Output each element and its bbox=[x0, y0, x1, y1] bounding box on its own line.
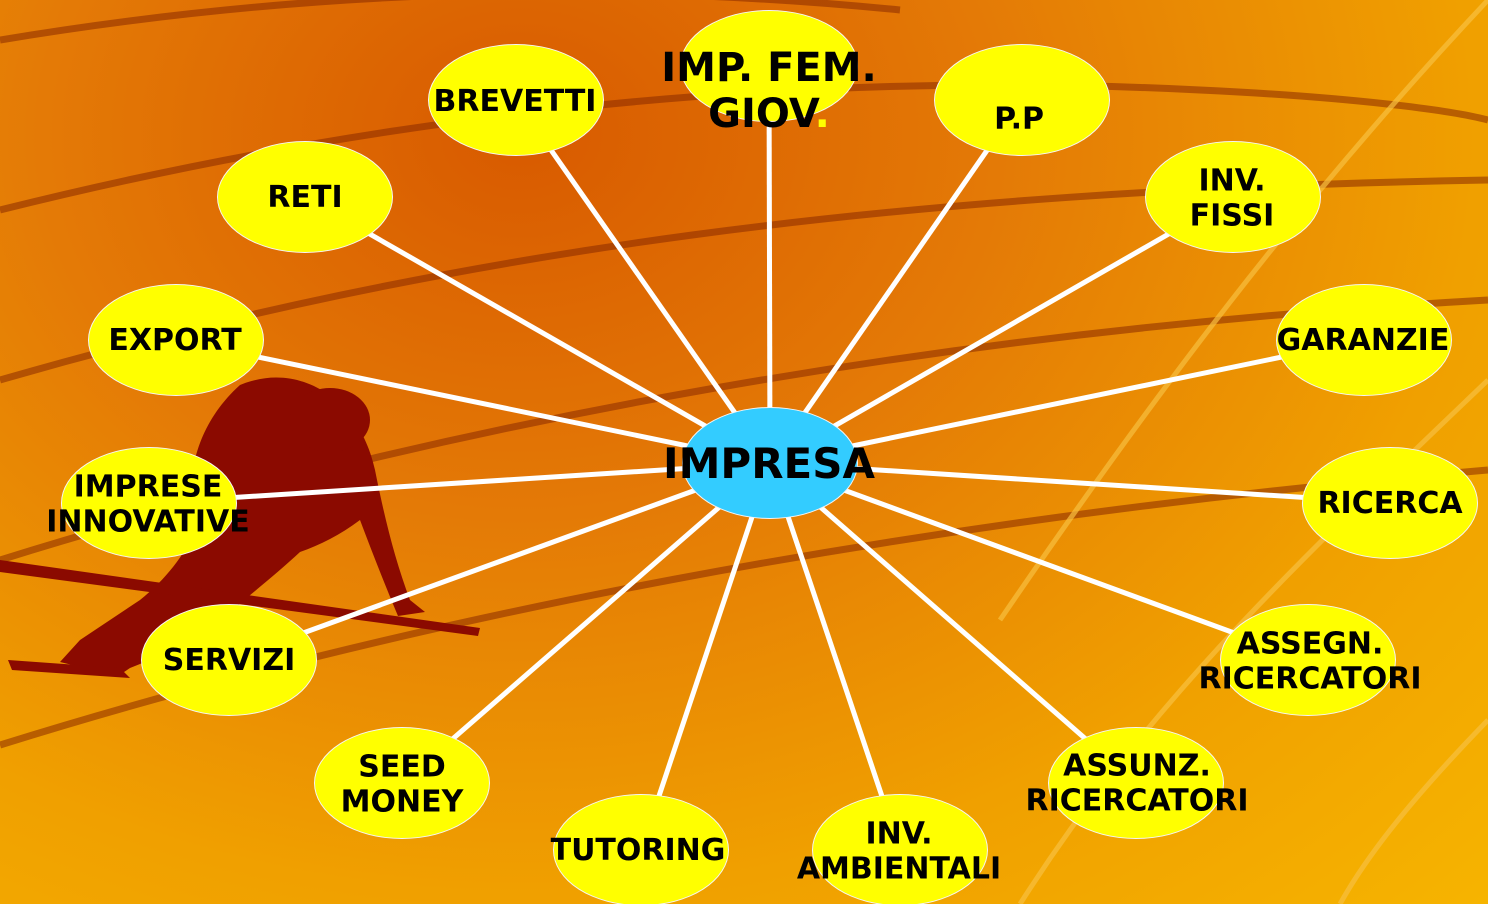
label-imp-fem-giov: IMP. FEM.GIOV. bbox=[661, 45, 877, 137]
node-pp bbox=[934, 44, 1110, 156]
label-pp: P.P. bbox=[994, 101, 1050, 136]
link-impresa-inv-fissi bbox=[768, 194, 1235, 466]
node-assunz-ricercatori bbox=[1048, 727, 1224, 839]
node-servizi bbox=[141, 604, 317, 716]
link-impresa-seed-money bbox=[400, 461, 772, 785]
link-impresa-garanzie bbox=[769, 337, 1365, 466]
link-impresa-imprese-innovative bbox=[148, 460, 771, 506]
label-inv-fissi: INV. FISSI bbox=[1189, 163, 1275, 233]
node-export bbox=[88, 284, 264, 396]
node-seed-money bbox=[314, 727, 490, 839]
label-imprese-innovative: IMPRESE INNOVATIVE bbox=[46, 469, 250, 539]
label-assegn-ricercatori: ASSEGN. RICERCATORI bbox=[1198, 626, 1422, 696]
node-impresa bbox=[682, 407, 858, 519]
node-brevetti bbox=[428, 44, 604, 156]
link-impresa-export bbox=[175, 337, 771, 466]
link-impresa-inv-ambientali bbox=[767, 462, 903, 851]
link-impresa-assunz-ricercatori bbox=[768, 461, 1138, 785]
node-ricerca bbox=[1302, 447, 1478, 559]
label-garanzie: GARANZIE bbox=[1276, 322, 1450, 358]
label-tutoring: TUTORING bbox=[550, 832, 726, 868]
link-impresa-tutoring bbox=[638, 462, 773, 851]
label-inv-ambientali: INV. AMBIENTALI bbox=[796, 816, 1002, 886]
node-inv-fissi bbox=[1145, 141, 1321, 253]
node-tutoring bbox=[553, 794, 729, 904]
node-imp-fem-giov bbox=[680, 10, 858, 122]
link-impresa-reti bbox=[303, 194, 772, 466]
runner-silhouette bbox=[0, 377, 480, 678]
label-seed-money: SEED MONEY bbox=[340, 749, 464, 819]
label-brevetti: BREVETTI bbox=[433, 83, 597, 119]
node-inv-ambientali bbox=[812, 794, 988, 904]
link-impresa-ricerca bbox=[769, 460, 1391, 506]
label-reti: RETI bbox=[267, 179, 343, 215]
link-impresa-servizi bbox=[228, 460, 771, 663]
label-assunz-ricercatori: ASSUNZ. RICERCATORI bbox=[1025, 748, 1249, 818]
label-ricerca: RICERCA bbox=[1317, 485, 1463, 521]
link-impresa-brevetti bbox=[513, 98, 773, 465]
node-imprese-innovative bbox=[61, 447, 237, 559]
node-assegn-ricercatori bbox=[1220, 604, 1396, 716]
link-impresa-assegn-ricercatori bbox=[769, 460, 1309, 663]
link-impresa-imp-fem-giov bbox=[766, 65, 773, 464]
label-impresa: IMPRESA bbox=[663, 438, 875, 488]
node-reti bbox=[217, 141, 393, 253]
link-impresa-pp bbox=[767, 98, 1025, 465]
label-servizi: SERVIZI bbox=[162, 642, 296, 678]
node-garanzie bbox=[1276, 284, 1452, 396]
label-export: EXPORT bbox=[108, 322, 242, 358]
